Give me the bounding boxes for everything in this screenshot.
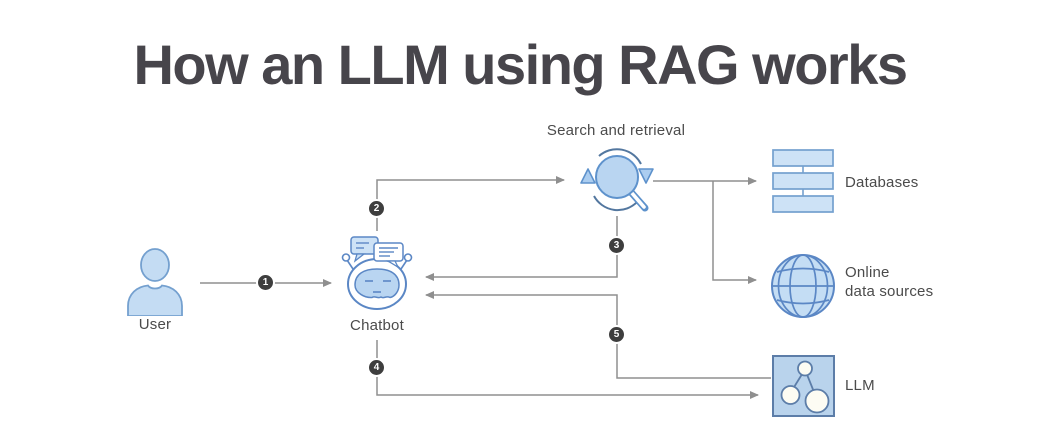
step-badge-2: 2	[367, 199, 386, 218]
chatbot-icon	[341, 236, 413, 310]
step-badge-4: 4	[367, 358, 386, 377]
llm-network-icon	[772, 355, 835, 417]
online-label-line1: Online	[845, 264, 890, 281]
llm-label: LLM	[845, 377, 875, 394]
user-icon	[127, 248, 183, 316]
flow-llm-to-chatbot	[425, 291, 771, 379]
database-stack-icon	[772, 149, 834, 213]
step-badge-3: 3	[607, 236, 626, 255]
flow-search-to-chatbot	[425, 216, 618, 281]
globe-icon	[771, 254, 835, 318]
online-label-line2: data sources	[845, 283, 934, 300]
step-badge-5: 5	[607, 325, 626, 344]
search-retrieval-icon	[580, 148, 654, 212]
flow-chatbot-to-llm	[376, 340, 759, 399]
step-badge-1: 1	[256, 273, 275, 292]
chatbot-label: Chatbot	[350, 317, 404, 334]
online-data-sources-label: Online data sources	[845, 263, 933, 301]
databases-label: Databases	[845, 174, 919, 191]
flow-chatbot-to-search	[376, 176, 565, 231]
flow-search-to-online-sources	[712, 181, 757, 284]
page-title: How an LLM using RAG works	[133, 33, 908, 96]
user-label: User	[138, 316, 172, 333]
search-retrieval-label: Search and retrieval	[546, 122, 686, 139]
